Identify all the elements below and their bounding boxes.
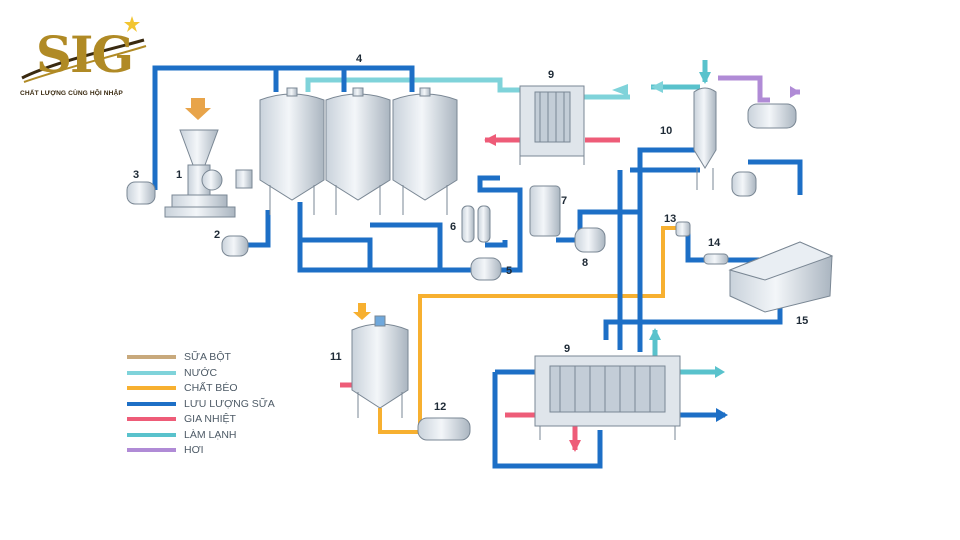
arrow-down-icon [569, 440, 581, 452]
component-number: 11 [330, 351, 342, 363]
steam-lines [718, 75, 800, 103]
component-number: 4 [356, 53, 363, 65]
logo-tagline: CHẤT LƯỢNG CÙNG HỘI NHẬP [20, 90, 123, 97]
legend-swatch [127, 355, 176, 359]
legend-label: GIA NHIỆT [184, 413, 236, 425]
legend-label: HƠI [184, 444, 204, 456]
component-number: 2 [214, 229, 220, 241]
component-number: 1 [176, 169, 182, 181]
powder-inlet-arrow-icon [185, 98, 211, 120]
legend-label: LƯU LƯỢNG SỮA [184, 397, 275, 410]
pump-2 [221, 235, 249, 257]
legend-swatch [127, 370, 176, 375]
legend-swatch [127, 448, 176, 452]
duplex-filter [461, 205, 491, 243]
component-number: 10 [660, 125, 672, 137]
component-numbers: 1 2 3 4 5 6 7 8 9 9 10 11 12 13 14 15 [133, 53, 808, 413]
deaerator-10 [693, 87, 717, 190]
company-logo: SIG CHẤT LƯỢNG CÙNG HỘI NHẬP [14, 12, 154, 102]
storage-tank-15 [728, 241, 834, 313]
arrow-left-icon [651, 81, 663, 93]
component-number: 12 [434, 401, 446, 413]
legend-swatch [127, 386, 176, 390]
star-icon [124, 16, 140, 32]
component-number: 9 [548, 69, 554, 81]
legend-label: CHẤT BÉO [184, 382, 238, 394]
component-number: 9 [564, 343, 570, 355]
mixing-tank-4b [325, 87, 391, 215]
arrow-left-icon [484, 134, 496, 146]
legend-label: NƯỚC [184, 366, 218, 379]
legend-swatch [127, 432, 176, 437]
arrow-icons [484, 72, 800, 452]
logo-swoosh-icon [21, 16, 147, 83]
arrow-left-icon [612, 84, 628, 96]
component-number: 8 [582, 257, 588, 269]
valve-13 [675, 221, 691, 237]
mixing-tank-4a [259, 87, 325, 215]
logo-text: SIG [35, 25, 134, 84]
component-number: 6 [450, 221, 456, 233]
arrow-right-icon [716, 408, 728, 422]
plate-heat-exchanger-top [519, 85, 585, 165]
component-number: 14 [708, 237, 721, 249]
heater-14 [703, 253, 729, 265]
arrow-right-icon [715, 366, 725, 378]
fat-inlet-arrow-icon [353, 303, 371, 320]
hopper-mixer [164, 129, 253, 218]
component-number: 7 [561, 195, 567, 207]
legend-swatch [127, 401, 176, 406]
arrow-down-icon [699, 72, 711, 84]
plate-heat-exchanger-bottom [534, 355, 681, 440]
component-number: 15 [796, 315, 808, 327]
milk-flow-lines [152, 65, 803, 469]
component-number: 3 [133, 169, 139, 181]
pump-10-vacuum [731, 103, 797, 197]
arrow-right-icon [790, 86, 800, 98]
pump-5 [470, 257, 502, 281]
pump-12 [417, 417, 471, 441]
legend-swatch [127, 417, 176, 421]
component-number: 13 [664, 213, 676, 225]
legend-label: LÀM LẠNH [184, 428, 237, 441]
legend-label: SỮA BỘT [184, 351, 231, 363]
buffer-tank-7 [529, 185, 561, 237]
pump-8 [574, 227, 606, 253]
mixing-tank-4c [392, 87, 458, 215]
component-number: 5 [506, 265, 512, 277]
arrow-up-icon [649, 328, 661, 340]
fat-tank-11 [351, 315, 409, 418]
pump-3 [126, 181, 156, 205]
